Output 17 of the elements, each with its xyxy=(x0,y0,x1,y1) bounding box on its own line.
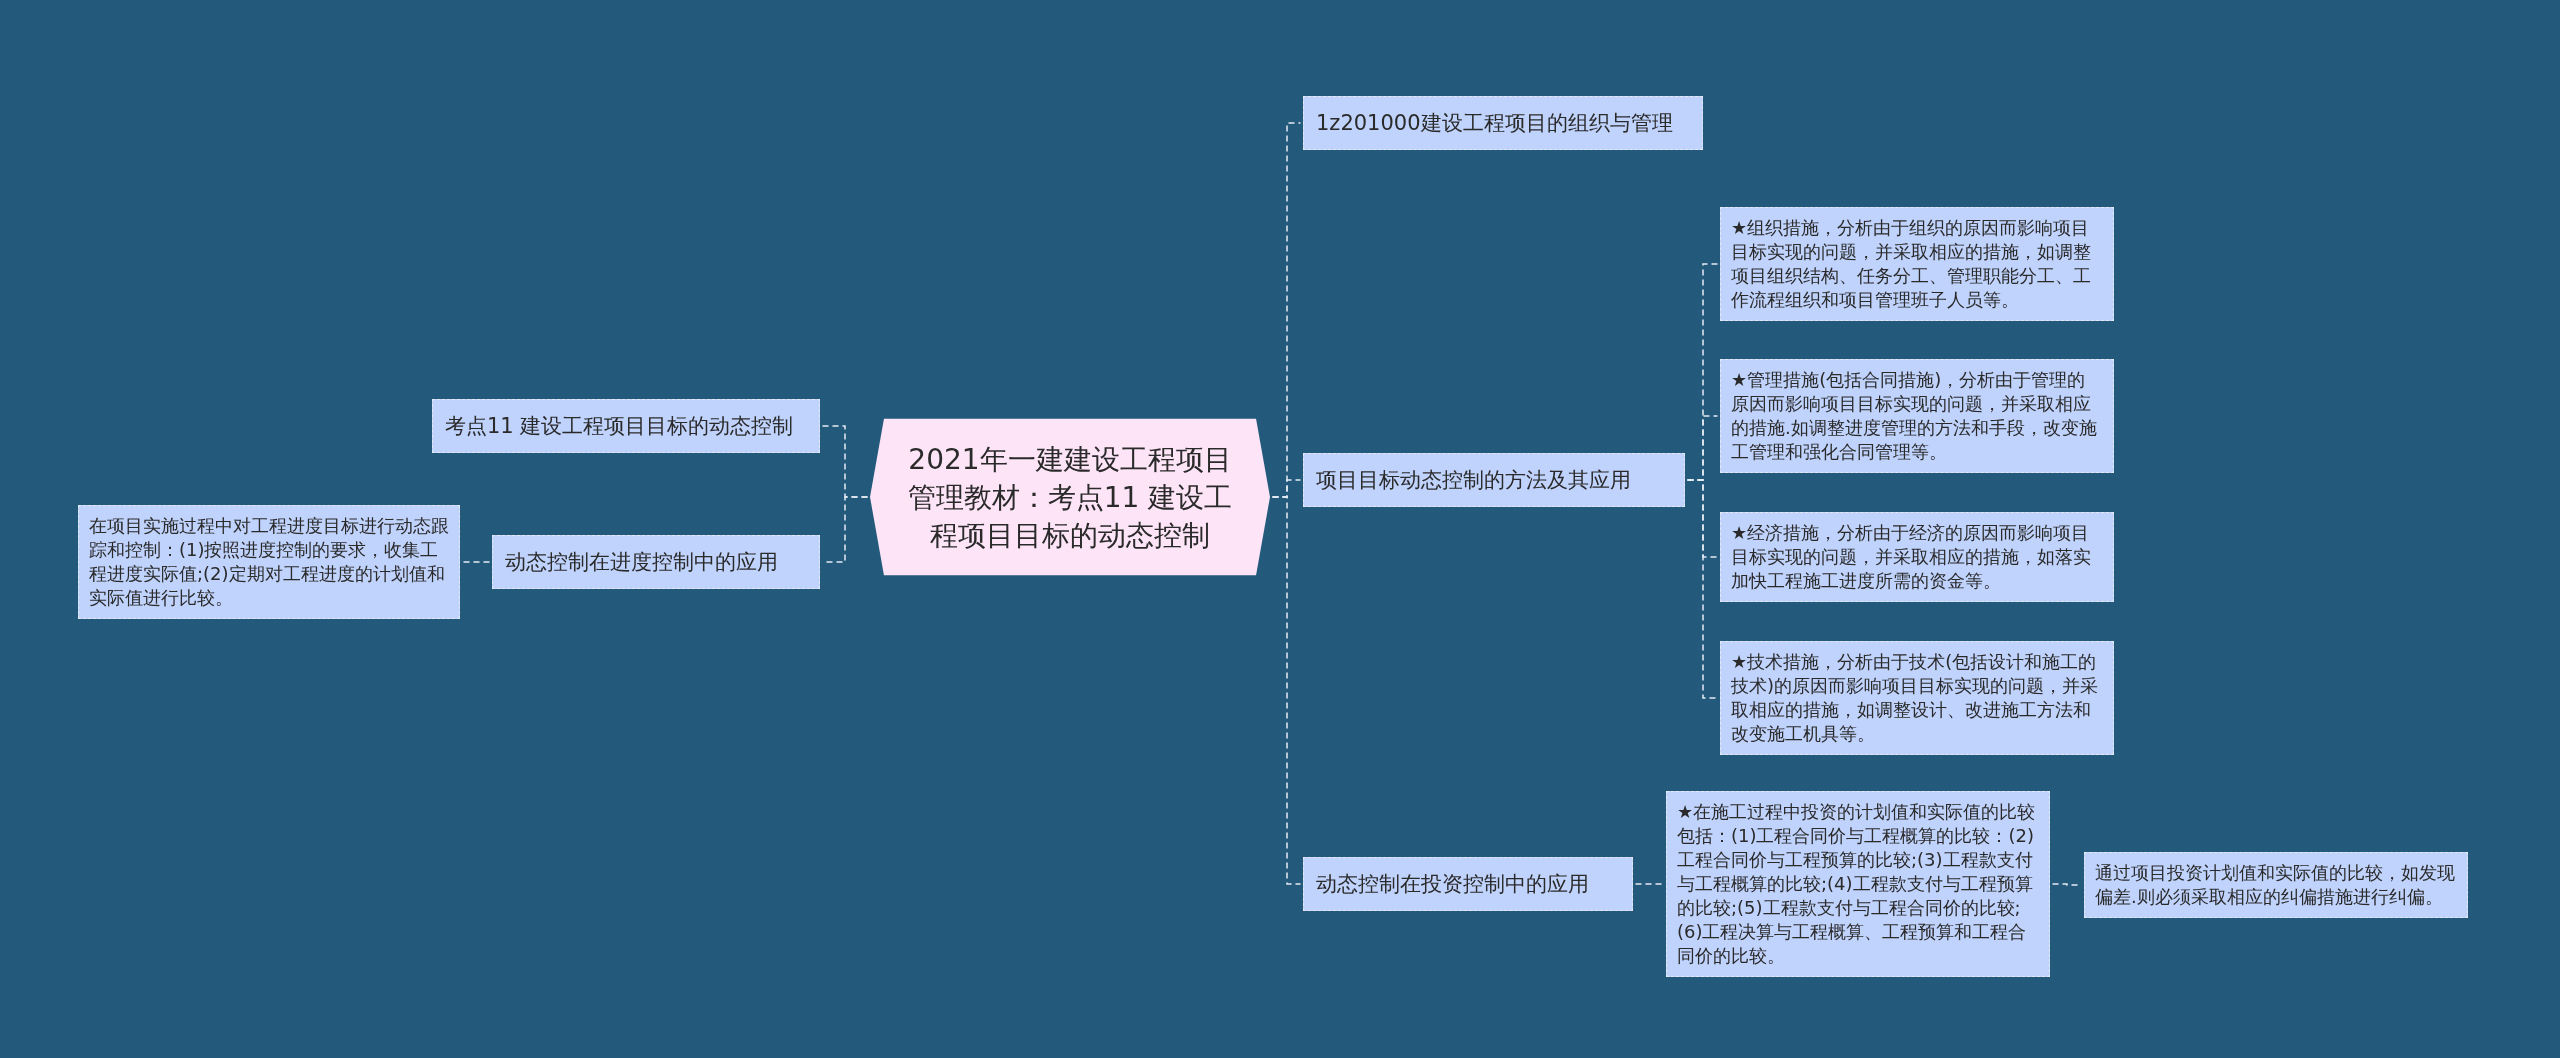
branch-topic: 动态控制在投资控制中的应用 xyxy=(1303,857,1633,911)
branch-topic: 1z201000建设工程项目的组织与管理 xyxy=(1303,96,1703,150)
note-card: ★组织措施，分析由于组织的原因而影响项目目标实现的问题，并采取相应的措施，如调整项目组织结构、任务分工、管理职能分工、工作流程组织和项目管理班子人员等。 xyxy=(1720,207,2114,321)
note-card: 在项目实施过程中对工程进度目标进行动态跟踪和控制：(1)按照进度控制的要求，收集工程进度实际值;(2)定期对工程进度的计划值和实际值进行比较。 xyxy=(78,505,460,619)
connector-line xyxy=(1271,496,1302,885)
note-card: ★在施工过程中投资的计划值和实际值的比较包括：(1)工程合同价与工程概算的比较：(2)工程合同价与工程预算的比较;(3)工程款支付与工程概算的比较;(4)工程款支付与工程预算的比较;(5)工程款支付与工程合同价的比较;(6)工程决算与工程概算、工程预算和工程合同价的比较。 xyxy=(1666,791,2050,977)
connector-line xyxy=(1686,479,1719,699)
branch-topic: 动态控制在进度控制中的应用 xyxy=(492,535,820,589)
note-card: ★技术措施，分析由于技术(包括设计和施工的技术)的原因而影响项目目标实现的问题，并采取相应的措施，如调整设计、改进施工方法和改变施工机具等。 xyxy=(1720,641,2114,755)
connector-line xyxy=(1634,883,1665,885)
branch-topic: 项目目标动态控制的方法及其应用 xyxy=(1303,453,1685,507)
note-card: ★管理措施(包括合同措施)，分析由于管理的原因而影响项目目标实现的问题，并采取相应的措施.如调整进度管理的方法和手段，改变施工管理和强化合同管理等。 xyxy=(1720,359,2114,473)
note-card: 通过项目投资计划值和实际值的比较，如发现偏差.则必须采取相应的纠偏措施进行纠偏。 xyxy=(2084,852,2468,918)
connector-line xyxy=(461,561,491,563)
central-topic: 2021年一建建设工程项目管理教材：考点11 建设工程项目目标的动态控制 xyxy=(870,418,1270,576)
note-card: ★经济措施，分析由于经济的原因而影响项目目标实现的问题，并采取相应的措施，如落实加快工程施工进度所需的资金等。 xyxy=(1720,512,2114,602)
branch-topic: 考点11 建设工程项目目标的动态控制 xyxy=(432,399,820,453)
